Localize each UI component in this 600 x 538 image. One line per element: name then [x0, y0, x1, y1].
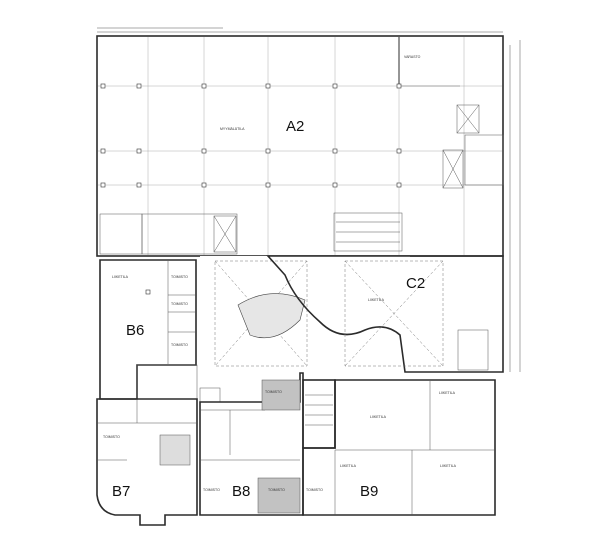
unit-a2[interactable]: A2 MYYMÄLÄTILA VARASTO — [96, 35, 504, 257]
room-label: LIIKETILA — [370, 415, 387, 419]
room-label: MYYMÄLÄTILA — [220, 127, 245, 131]
unit-label-b6: B6 — [126, 322, 144, 339]
spiral-stair — [237, 293, 306, 339]
room-label: LIIKETILA — [368, 298, 385, 302]
room-label: LIIKETILA — [112, 275, 129, 279]
stair-core — [302, 379, 336, 449]
room-label: TOIMISTO — [171, 343, 188, 347]
unit-c2[interactable]: C2 LIIKETILA — [266, 255, 504, 373]
unit-b6[interactable]: B6 LIIKETILA TOIMISTO TOIMISTO TOIMISTO — [99, 259, 197, 400]
columns — [100, 83, 402, 188]
room-label: LIIKETILA — [440, 464, 457, 468]
unit-b7[interactable]: B7 TOIMISTO — [96, 398, 198, 526]
room-label: TOIMISTO — [306, 488, 323, 492]
dimension-lines — [97, 27, 521, 372]
room-label: VARASTO — [404, 55, 421, 59]
unit-b8[interactable]: B8 TOIMISTO TOIMISTO TOIMISTO — [199, 372, 304, 516]
unit-label-c2: C2 — [406, 275, 425, 292]
room-label: LIIKETILA — [340, 464, 357, 468]
room-label: TOIMISTO — [171, 275, 188, 279]
unit-label-b9: B9 — [360, 483, 378, 500]
unit-label-b8: B8 — [232, 483, 250, 500]
unit-label-b7: B7 — [112, 483, 130, 500]
room-label: LIIKETILA — [439, 391, 456, 395]
room-label: TOIMISTO — [171, 302, 188, 306]
room-label: TOIMISTO — [265, 390, 282, 394]
room-label: TOIMISTO — [203, 488, 220, 492]
courtyard — [200, 256, 410, 374]
unit-label-a2: A2 — [286, 118, 304, 135]
room-label: TOIMISTO — [268, 488, 285, 492]
room-label: TOIMISTO — [103, 435, 120, 439]
unit-b9[interactable]: B9 LIIKETILA LIIKETILA LIIKETILA LIIKETI… — [302, 379, 496, 516]
